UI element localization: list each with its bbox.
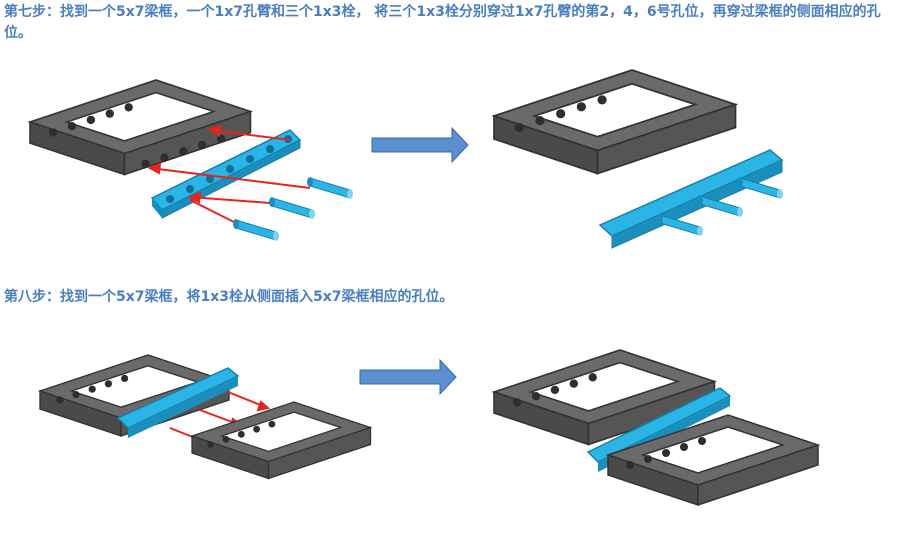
- right-arrow-icon: [371, 126, 469, 164]
- step8-beam-left: [116, 367, 240, 438]
- right-arrow-icon: [359, 358, 457, 396]
- step8-second-frame: [191, 401, 372, 480]
- step7-red-arrows: [147, 124, 311, 226]
- step-8-instruction: 第八步：找到一个5x7梁框，将1x3栓从侧面插入5x7梁框相应的孔位。: [4, 289, 454, 305]
- step7-frame-assembled: [493, 69, 737, 175]
- step-7-instruction: 第七步：找到一个5x7梁框，一个1x7孔臂和三个1x3栓， 将三个1x3栓分别穿…: [4, 4, 881, 41]
- step7-beam-assembled: [598, 149, 784, 249]
